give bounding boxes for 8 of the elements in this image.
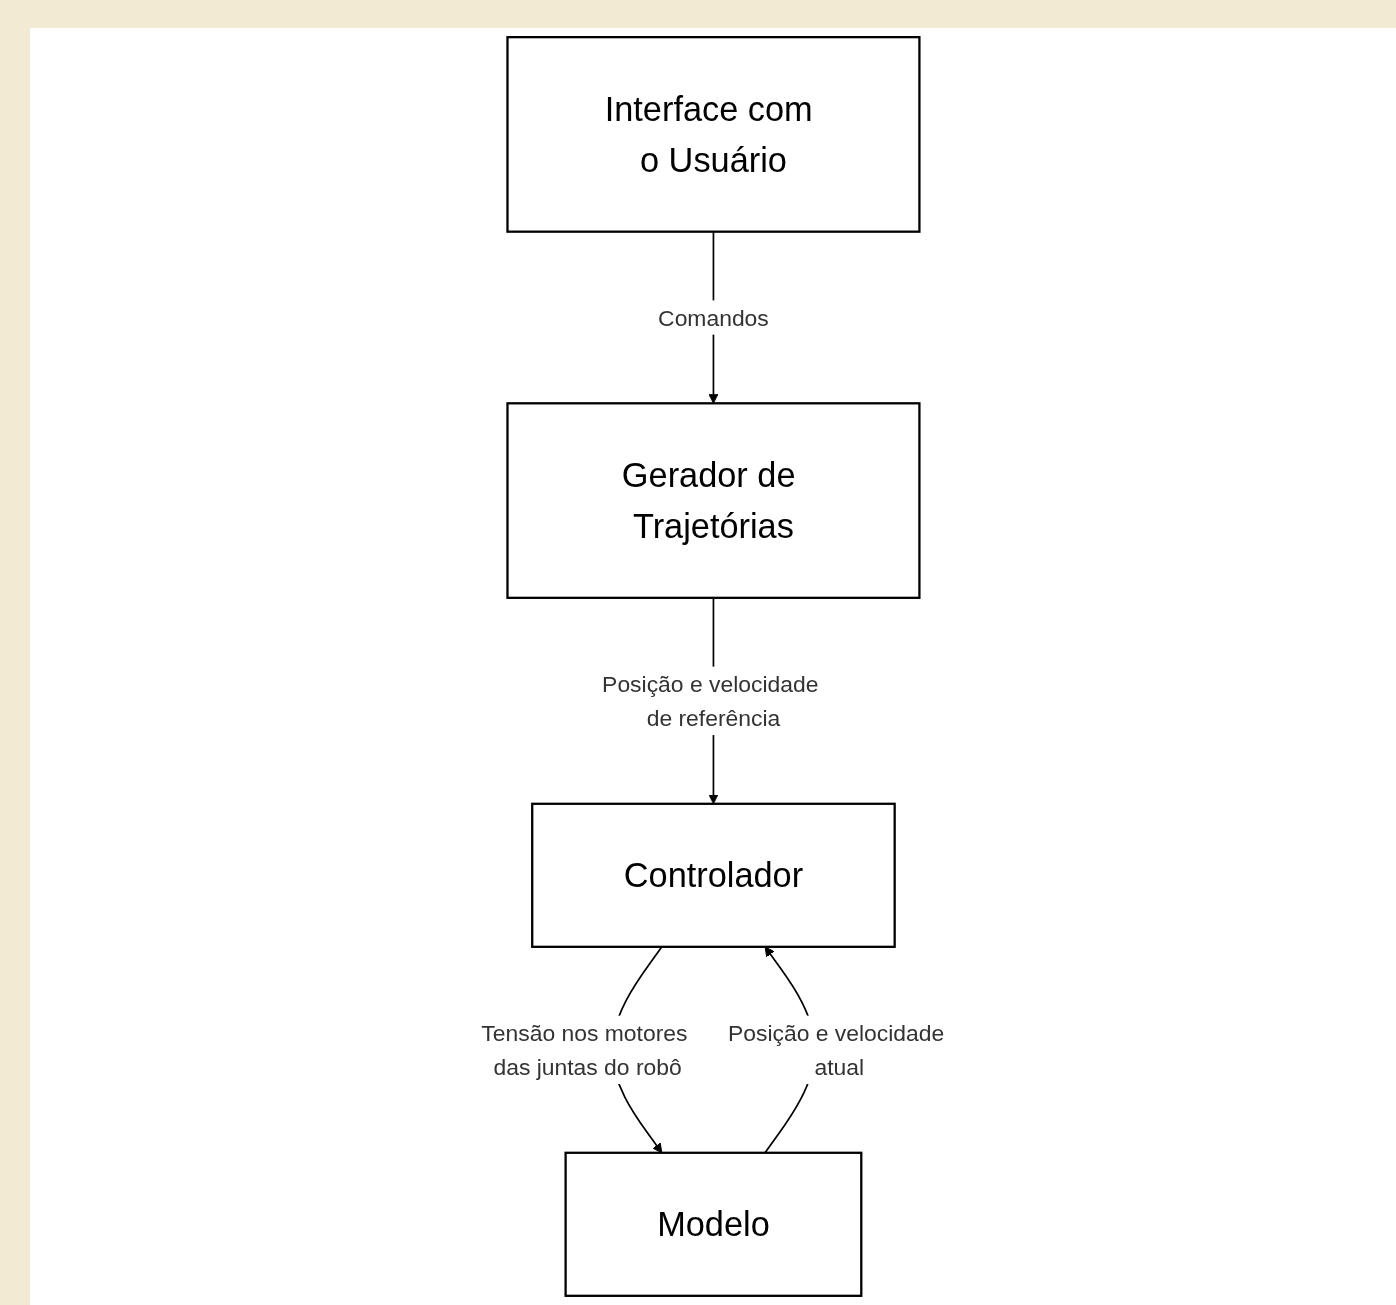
- edge-label: Posição e velocidade de referência: [601, 671, 818, 731]
- edge-label: Comandos: [657, 304, 769, 331]
- node-box: Interface com o Usuário: [505, 36, 921, 233]
- node-box: Controlador: [530, 802, 896, 948]
- node-box: Modelo: [564, 1151, 862, 1297]
- edge-label: Posição e velocidade atual: [727, 1020, 944, 1080]
- node-box: Gerador de Trajetórias: [505, 402, 921, 599]
- edge-label: Tensão nos motores das juntas do robô: [480, 1020, 687, 1080]
